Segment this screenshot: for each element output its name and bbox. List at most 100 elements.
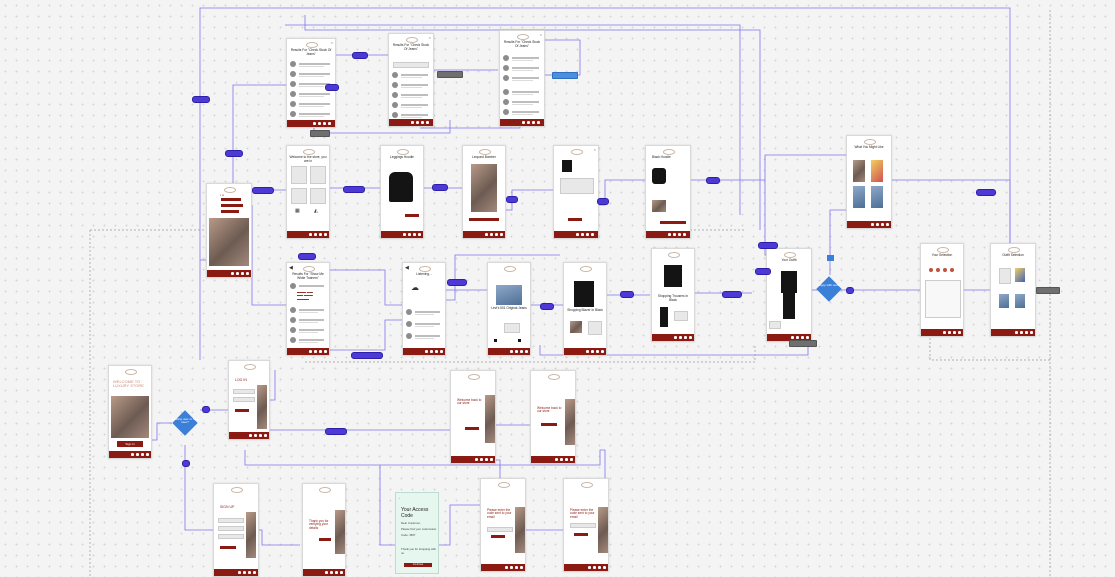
- code-input[interactable]: [487, 527, 513, 532]
- highlighted-result[interactable]: ▬▬▬ ▬▬▬▬ ▬▬▬▬▬▬▬: [297, 290, 313, 301]
- connector-tag[interactable]: [506, 196, 518, 203]
- menu-button[interactable]: [221, 198, 241, 201]
- size-selector[interactable]: [469, 218, 499, 221]
- screen-blazer-detail[interactable]: Shopping Blazer In Black: [563, 262, 607, 356]
- screen-cart-item[interactable]: ×: [553, 145, 599, 239]
- screen-recommend[interactable]: What You Might Like: [846, 135, 892, 229]
- note-tag[interactable]: [552, 72, 578, 79]
- screen-otp-b[interactable]: Please enter the code sent to your email: [563, 478, 609, 572]
- brand-icon[interactable]: ◭: [314, 208, 318, 214]
- swatch[interactable]: [494, 339, 497, 342]
- connector-tag[interactable]: [620, 291, 634, 298]
- footer-nav-bar[interactable]: [646, 231, 690, 238]
- footer-nav-bar[interactable]: [389, 119, 433, 126]
- close-icon[interactable]: ×: [428, 35, 431, 40]
- continue-button[interactable]: [319, 538, 331, 541]
- list-item[interactable]: [290, 61, 332, 68]
- summary-item[interactable]: [1015, 294, 1025, 308]
- close-icon[interactable]: ×: [539, 32, 542, 37]
- note-tag[interactable]: [789, 340, 817, 347]
- list-item[interactable]: [503, 89, 541, 96]
- connector-tag[interactable]: [252, 187, 274, 194]
- password-input[interactable]: [218, 534, 244, 539]
- recommend-image[interactable]: [871, 186, 883, 208]
- add-to-bag-button[interactable]: [405, 214, 419, 217]
- footer-nav-bar[interactable]: [921, 329, 963, 336]
- list-item[interactable]: [290, 283, 326, 290]
- list-item[interactable]: [290, 317, 326, 324]
- connector-tag[interactable]: [447, 279, 467, 286]
- list-item[interactable]: [290, 101, 332, 108]
- code-input[interactable]: [570, 523, 596, 528]
- footer-nav-bar[interactable]: [554, 231, 598, 238]
- connector-tag[interactable]: [432, 184, 448, 191]
- speaker-icon[interactable]: ◀: [289, 265, 293, 271]
- screen-search-results-a[interactable]: × Results For "Check Stock Of Jeans": [286, 38, 336, 128]
- note-tag[interactable]: [1036, 287, 1060, 294]
- list-item[interactable]: [503, 55, 541, 62]
- category-tile[interactable]: [291, 166, 307, 184]
- footer-nav-bar[interactable]: [847, 221, 891, 228]
- footer-nav-bar[interactable]: [229, 432, 269, 439]
- connector-tag[interactable]: [192, 96, 210, 103]
- speaker-icon[interactable]: ◀: [405, 265, 409, 271]
- list-item[interactable]: [503, 109, 541, 116]
- screen-otp-a[interactable]: Please enter the code sent to your email: [480, 478, 526, 572]
- connector-tag[interactable]: [758, 242, 778, 249]
- list-item[interactable]: [392, 102, 430, 109]
- list-item[interactable]: [290, 327, 326, 334]
- screen-confirm[interactable]: Thank you for verifying your details: [302, 483, 346, 577]
- search-field[interactable]: [393, 62, 429, 68]
- category-tile[interactable]: [310, 188, 326, 204]
- screen-search-results-c[interactable]: × Results For "Check Stock Of Jeans": [499, 30, 545, 127]
- recommend-image[interactable]: [853, 160, 865, 182]
- list-item[interactable]: [290, 337, 326, 344]
- map-area[interactable]: [925, 280, 961, 318]
- list-item[interactable]: [290, 71, 332, 78]
- connector-tag[interactable]: [298, 253, 316, 260]
- continue-button[interactable]: [541, 423, 557, 426]
- screen-welcome-back-a[interactable]: Welcome back to our store: [450, 370, 496, 464]
- add-to-bag-button[interactable]: [568, 218, 582, 221]
- close-icon[interactable]: ×: [593, 147, 596, 152]
- continue-button[interactable]: Continue: [404, 563, 432, 567]
- connector-tag[interactable]: [706, 177, 720, 184]
- menu-button[interactable]: [221, 204, 243, 207]
- checkout-button[interactable]: [660, 221, 686, 224]
- list-item[interactable]: [406, 333, 442, 340]
- connector-tag[interactable]: [325, 428, 347, 435]
- submit-button[interactable]: [220, 546, 236, 549]
- list-item[interactable]: [503, 65, 541, 72]
- list-item[interactable]: [290, 111, 332, 118]
- screen-jeans-detail[interactable]: Levi's 501 Original Jeans: [487, 262, 531, 356]
- list-item[interactable]: [503, 99, 541, 106]
- list-item[interactable]: [392, 112, 430, 119]
- screen-home[interactable]: ▪ ▪▪: [206, 183, 252, 278]
- footer-nav-bar[interactable]: [287, 120, 335, 127]
- recommend-image[interactable]: [853, 186, 865, 208]
- footer-nav-bar[interactable]: [991, 329, 1035, 336]
- location-dot[interactable]: [929, 268, 933, 272]
- email-input[interactable]: [218, 526, 244, 531]
- screen-welcome-back-b[interactable]: Welcome back to our store: [530, 370, 576, 464]
- connector-tag[interactable]: [540, 303, 554, 310]
- name-input[interactable]: [233, 389, 255, 394]
- screen-login-bottom[interactable]: SIGN UP: [213, 483, 259, 577]
- connector-tag[interactable]: [722, 291, 742, 298]
- connector-tag[interactable]: [343, 186, 365, 193]
- location-dot[interactable]: [936, 268, 940, 272]
- screen-outfit-tee[interactable]: Shopping Trousers In Black: [651, 248, 695, 342]
- footer-nav-bar[interactable]: [403, 348, 445, 355]
- location-dot[interactable]: [943, 268, 947, 272]
- note-tag[interactable]: [310, 130, 330, 137]
- info-icon[interactable]: [827, 255, 834, 261]
- name-input[interactable]: [218, 518, 244, 523]
- list-item[interactable]: [392, 72, 430, 79]
- connector-tag[interactable]: [202, 406, 210, 413]
- screen-product-jacket[interactable]: Leopard Bomber: [462, 145, 506, 239]
- footer-nav-bar[interactable]: [564, 348, 606, 355]
- footer-nav-bar[interactable]: [500, 119, 544, 126]
- verify-button[interactable]: [491, 535, 505, 538]
- screen-summary[interactable]: Outfit Selection: [990, 243, 1036, 337]
- email-input[interactable]: [233, 397, 255, 402]
